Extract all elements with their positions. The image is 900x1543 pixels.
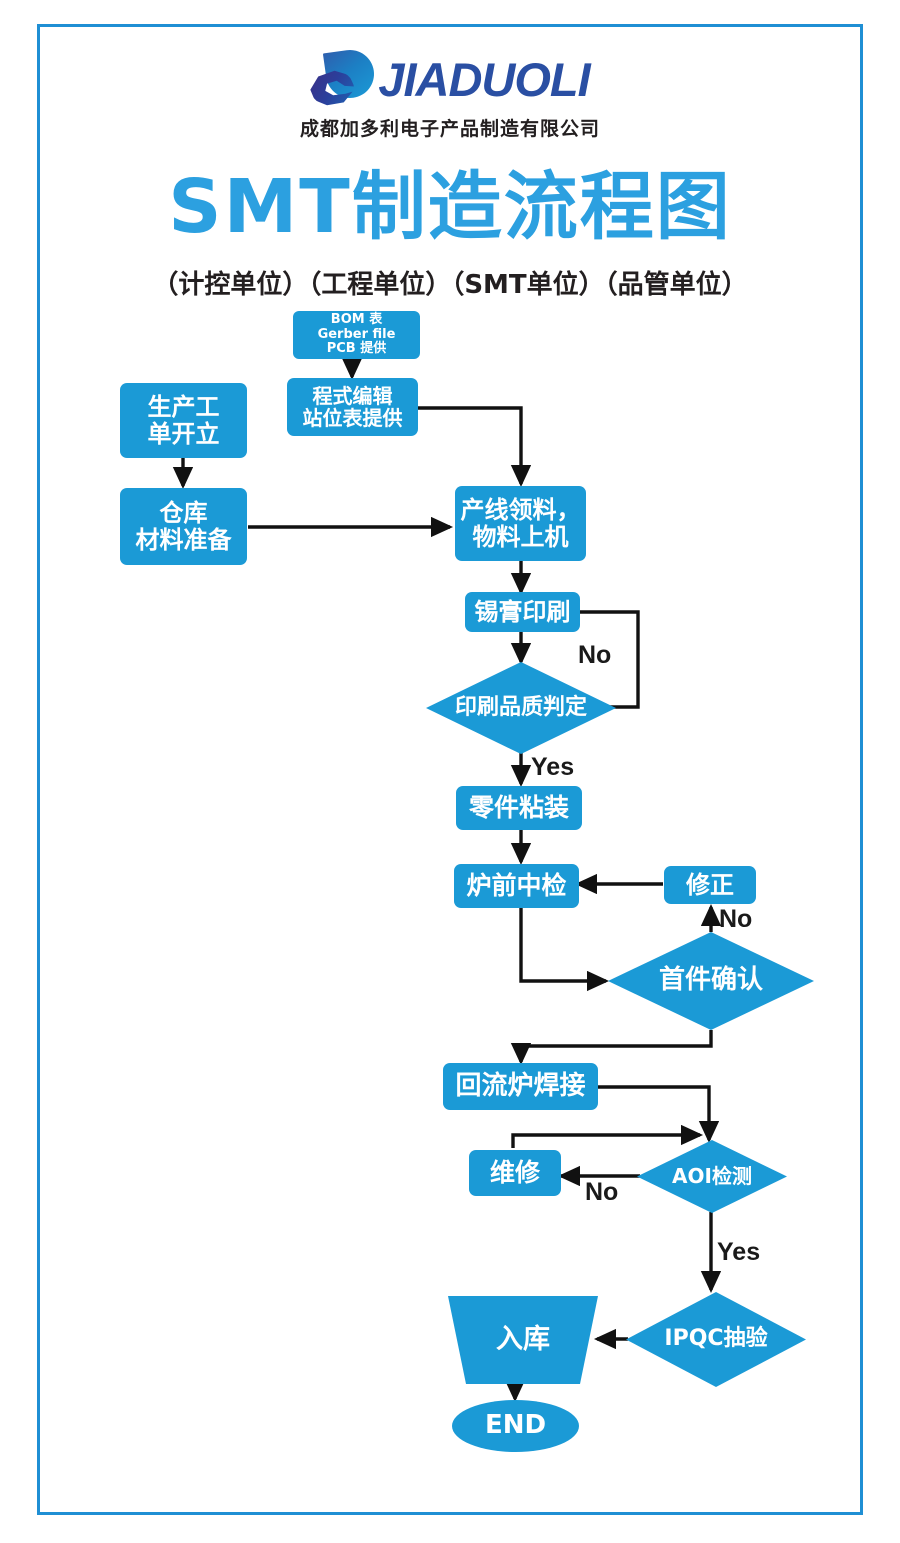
flow-node-ipqc-sampling-label: IPQC抽验 (664, 1326, 768, 1352)
flow-node-work-order[interactable]: 生产工 单开立 (120, 383, 247, 458)
edge-label-first-article-no: No (719, 905, 753, 933)
edge-label-aoi-yes: Yes (717, 1238, 761, 1266)
poster-header: JIADUOLI 成都加多利电子产品制造有限公司 (0, 46, 900, 141)
edge-label-print-quality-no: No (578, 641, 612, 669)
flow-node-correction-label: 修正 (686, 870, 734, 899)
flow-node-first-article-confirm-label: 首件确认 (658, 965, 763, 996)
flow-node-ipqc-sampling[interactable]: IPQC抽验 (626, 1292, 806, 1387)
flow-node-pre-oven-inspection[interactable]: 炉前中检 (454, 864, 579, 908)
page-title: SMT制造流程图 (168, 164, 732, 250)
poster-border-frame (37, 24, 863, 1515)
jiaduoli-droplet-logo-icon (310, 46, 378, 108)
flow-node-print-quality-decision[interactable]: 印刷品质判定 (426, 662, 616, 754)
flow-node-stock-in[interactable]: 入库 (448, 1296, 598, 1384)
edge-label-aoi-no: No (585, 1178, 619, 1206)
flow-node-warehouse-prep[interactable]: 仓库 材料准备 (120, 488, 247, 565)
flow-node-component-placement[interactable]: 零件粘装 (456, 786, 582, 830)
flow-node-reflow-soldering[interactable]: 回流炉焊接 (443, 1063, 598, 1110)
flow-node-repair[interactable]: 维修 (469, 1150, 561, 1196)
flow-node-work-order-label: 生产工 单开立 (147, 392, 220, 448)
trapezoid-shape (448, 1296, 598, 1384)
flow-node-correction[interactable]: 修正 (664, 866, 756, 904)
flow-node-component-placement-label: 零件粘装 (468, 793, 569, 822)
department-subtitle: （计控单位）（工程单位）（SMT单位）（品管单位） (152, 270, 748, 300)
flow-node-end[interactable]: END (452, 1400, 579, 1452)
flow-node-program-edit[interactable]: 程式编辑 站位表提供 (287, 378, 418, 436)
flow-node-warehouse-prep-label: 仓库 材料准备 (135, 498, 232, 554)
flow-node-line-material-pickup[interactable]: 产线领料， 物料上机 (455, 486, 586, 561)
flow-node-bom-label: BOM 表 Gerber file PCB 提供 (317, 312, 396, 357)
edge-label-print-quality-yes: Yes (531, 753, 575, 781)
flow-node-aoi-inspection-label: AOI检测 (672, 1164, 752, 1189)
flow-node-first-article-confirm[interactable]: 首件确认 (608, 932, 814, 1030)
flow-node-print-quality-decision-label: 印刷品质判定 (454, 694, 587, 720)
flow-node-aoi-inspection[interactable]: AOI检测 (637, 1140, 787, 1213)
flow-node-end-label: END (484, 1410, 547, 1441)
flow-node-solder-paste-print[interactable]: 锡膏印刷 (465, 592, 580, 632)
logo-wordmark: JIADUOLI (378, 52, 590, 106)
flow-node-reflow-soldering-label: 回流炉焊接 (455, 1070, 586, 1101)
flow-node-program-edit-label: 程式编辑 站位表提供 (302, 383, 403, 430)
flow-node-bom[interactable]: BOM 表 Gerber file PCB 提供 (293, 311, 420, 359)
flow-node-solder-paste-print-label: 锡膏印刷 (474, 597, 571, 626)
brand-logo: JIADUOLI (0, 46, 900, 110)
company-name: 成都加多利电子产品制造有限公司 (299, 118, 600, 140)
flow-node-repair-label: 维修 (489, 1158, 540, 1187)
flow-node-stock-in-label: 入库 (496, 1323, 550, 1355)
flow-node-pre-oven-inspection-label: 炉前中检 (466, 871, 567, 900)
flow-node-line-material-pickup-label: 产线领料， 物料上机 (460, 495, 581, 551)
